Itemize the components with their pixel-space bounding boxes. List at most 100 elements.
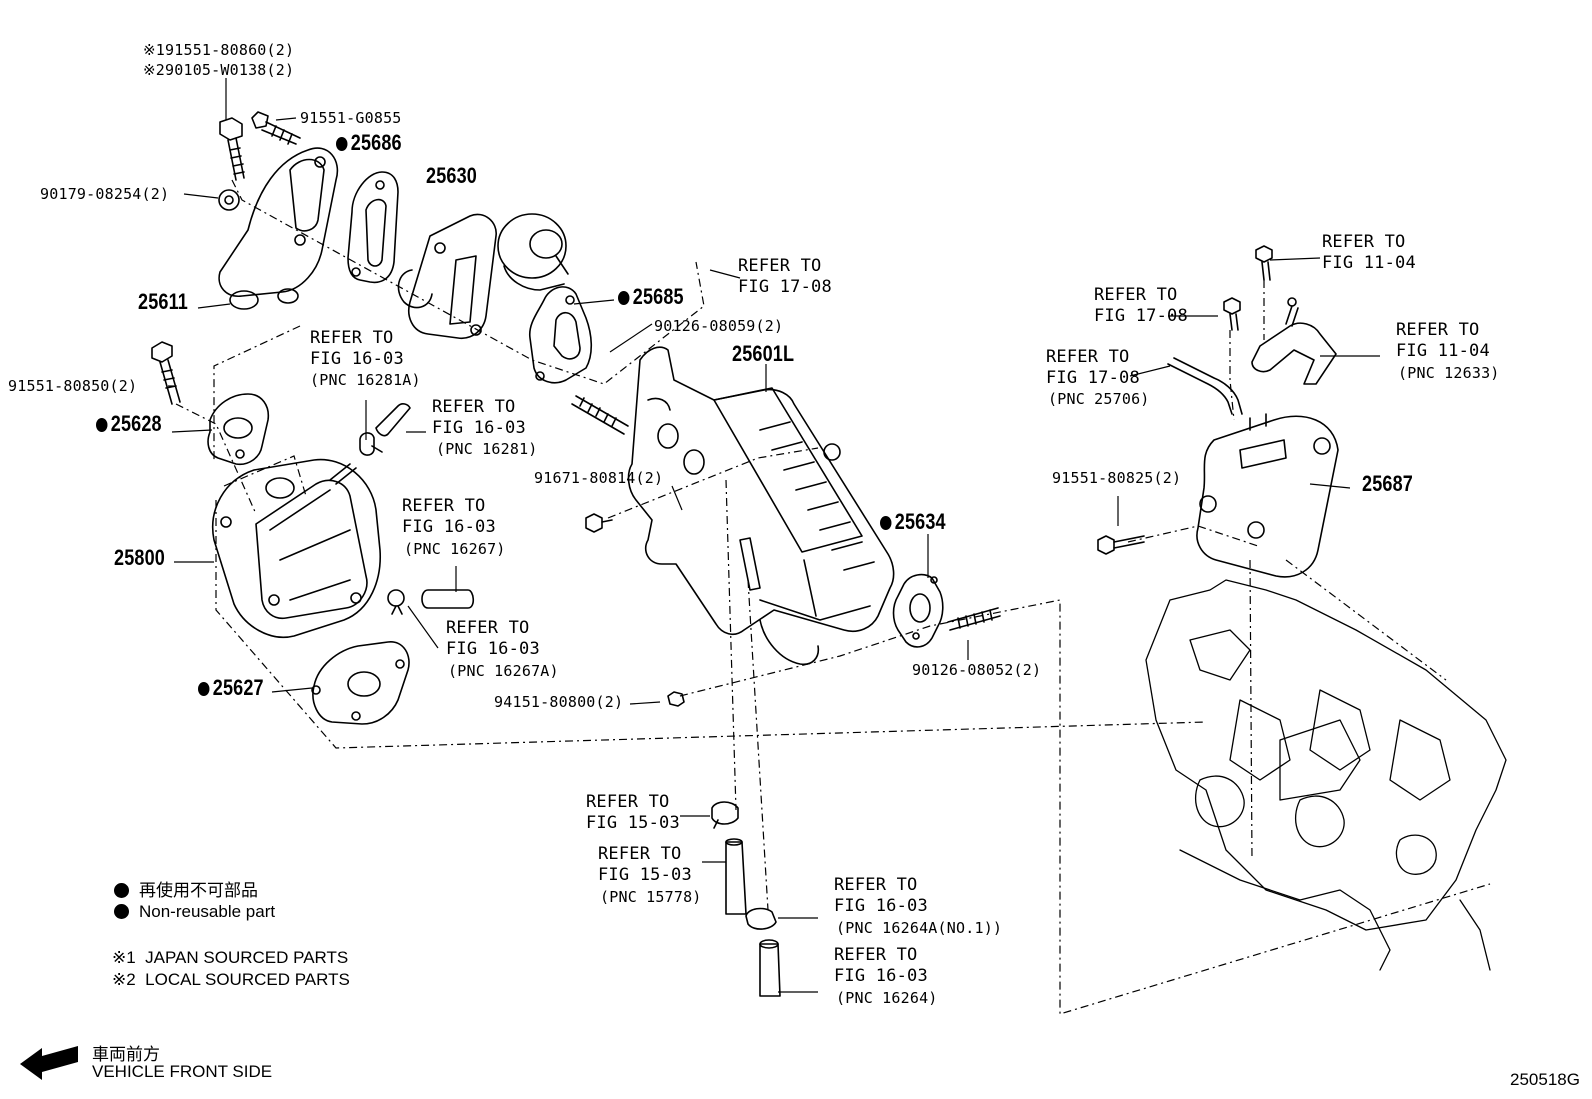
legend-non-reusable-en: Non-reusable part xyxy=(114,902,275,922)
refer-fig16-03-281-line1: REFER TO xyxy=(432,397,516,417)
engine-cylinder-head xyxy=(1145,579,1507,971)
egr-pipe-25611 xyxy=(218,147,339,310)
label-94151-80800: 94151-80800(2) xyxy=(494,693,624,711)
label-25634: 25634 xyxy=(880,511,946,533)
legend-non-reusable-jp-text: 再使用不可部品 xyxy=(139,881,258,900)
label-25687: 25687 xyxy=(1362,471,1413,496)
non-reusable-dot-icon xyxy=(96,418,108,432)
vehicle-front-arrow-icon xyxy=(20,1046,78,1080)
refer-fig16-03-267-line2: FIG 16-03 xyxy=(402,517,496,537)
egr-valve-25630 xyxy=(397,213,497,340)
wire-bracket-25706 xyxy=(1167,357,1243,415)
bolt-91551-80825 xyxy=(1097,535,1145,555)
refer-fig16-03-264a-line1: REFER TO xyxy=(834,875,918,895)
refer-fig16-03-267a-line3: (PNC 16267A) xyxy=(448,662,559,680)
gasket-25627 xyxy=(311,641,410,725)
hose-16264 xyxy=(759,939,781,997)
refer-fig16-03-281-line2: FIG 16-03 xyxy=(432,418,526,438)
label-25601l: 25601L xyxy=(732,341,795,366)
refer-fig15-03-b-line2: FIG 15-03 xyxy=(598,865,692,885)
egr-actuator xyxy=(497,213,569,291)
legend-dot-icon xyxy=(114,904,129,919)
refer-fig17-08-b-line1: REFER TO xyxy=(1094,285,1178,305)
refer-fig17-08-c-line3: (PNC 25706) xyxy=(1048,390,1150,408)
label-290105-w0138: ※290105-W0138(2) xyxy=(143,61,295,79)
bracket-25687 xyxy=(1196,413,1339,578)
bolt-91551-g0855 xyxy=(251,111,301,145)
legend-note-2: ※2 LOCAL SOURCED PARTS xyxy=(112,970,350,989)
non-reusable-dot-icon xyxy=(336,137,348,151)
gasket-25628 xyxy=(207,393,270,466)
refer-fig16-03-281a-line3: (PNC 16281A) xyxy=(310,371,421,389)
stud-90126-08052 xyxy=(947,607,1001,631)
gasket-25634 xyxy=(892,573,944,648)
legend-non-reusable-jp: 再使用不可部品 xyxy=(114,876,258,901)
label-25627-text: 25627 xyxy=(212,675,264,700)
legend-non-reusable-en-text: Non-reusable part xyxy=(139,902,276,921)
refer-fig11-04-b-line1: REFER TO xyxy=(1396,320,1480,340)
legend-note-1: ※1 JAPAN SOURCED PARTS xyxy=(112,948,349,967)
bolt-17-08 xyxy=(1223,297,1241,331)
refer-fig16-03-267a-line1: REFER TO xyxy=(446,618,530,638)
hose-16281 xyxy=(375,403,411,437)
refer-fig16-03-264-line1: REFER TO xyxy=(834,945,918,965)
refer-fig16-03-264-line2: FIG 16-03 xyxy=(834,966,928,986)
label-25630: 25630 xyxy=(426,163,477,188)
label-25685-text: 25685 xyxy=(632,284,684,309)
label-91551-80825: 91551-80825(2) xyxy=(1052,469,1182,487)
refer-fig11-04-b-line3: (PNC 12633) xyxy=(1398,364,1500,382)
clamp-15-03 xyxy=(711,801,739,829)
stud-90126-08059 xyxy=(571,395,629,435)
figure-id: 250518G xyxy=(1510,1070,1580,1089)
refer-fig15-03-b-line1: REFER TO xyxy=(598,844,682,864)
label-25686-text: 25686 xyxy=(350,130,402,155)
non-reusable-dot-icon xyxy=(880,516,892,530)
label-91671-80814: 91671-80814(2) xyxy=(534,469,664,487)
label-91551-g0855: 91551-G0855 xyxy=(300,109,402,127)
refer-fig17-08-a-line1: REFER TO xyxy=(738,256,822,276)
refer-fig16-03-281-line3: (PNC 16281) xyxy=(436,440,538,458)
refer-fig11-04-a-line2: FIG 11-04 xyxy=(1322,253,1416,273)
refer-fig17-08-a-line2: FIG 17-08 xyxy=(738,277,832,297)
label-25800: 25800 xyxy=(114,545,165,570)
label-25686: 25686 xyxy=(336,130,402,155)
refer-fig16-03-267-line3: (PNC 16267) xyxy=(404,540,506,558)
vehicle-front-jp: 車両前方 xyxy=(92,1045,160,1064)
refer-fig16-03-267a-line2: FIG 16-03 xyxy=(446,639,540,659)
hose-16267 xyxy=(421,589,475,609)
bolt-91551-80860 xyxy=(219,117,245,181)
label-91551-80860: ※191551-80860(2) xyxy=(143,41,295,59)
gasket-25686 xyxy=(347,171,399,284)
refer-fig16-03-281a-line2: FIG 16-03 xyxy=(310,349,404,369)
label-25611: 25611 xyxy=(138,289,188,314)
non-reusable-dot-icon xyxy=(618,291,630,305)
refer-fig16-03-267-line1: REFER TO xyxy=(402,496,486,516)
refer-fig15-03-b-line3: (PNC 15778) xyxy=(600,888,702,906)
label-25628-text: 25628 xyxy=(110,411,162,436)
refer-fig16-03-264-line3: (PNC 16264) xyxy=(836,989,938,1007)
bolt-91671-80814 xyxy=(585,513,613,533)
label-25685: 25685 xyxy=(618,284,684,309)
refer-fig16-03-281a-line1: REFER TO xyxy=(310,328,394,348)
refer-fig17-08-c-line1: REFER TO xyxy=(1046,347,1130,367)
label-25627: 25627 xyxy=(198,675,264,700)
clip-16281a xyxy=(359,432,383,456)
nut-90179-08254 xyxy=(218,189,240,211)
refer-fig17-08-c-line2: FIG 17-08 xyxy=(1046,368,1140,388)
gasket-25685 xyxy=(528,286,593,384)
vehicle-front-en: VEHICLE FRONT SIDE xyxy=(92,1062,273,1081)
clamp-16264a xyxy=(745,907,777,930)
hose-15778 xyxy=(725,838,747,915)
label-90126-08052: 90126-08052(2) xyxy=(912,661,1042,679)
refer-fig16-03-264a-line2: FIG 16-03 xyxy=(834,896,928,916)
label-90126-08059: 90126-08059(2) xyxy=(654,317,784,335)
refer-fig16-03-264a-line3: (PNC 16264A(NO.1)) xyxy=(836,919,1003,937)
label-90179-08254: 90179-08254(2) xyxy=(40,185,170,203)
refer-fig17-08-b-line2: FIG 17-08 xyxy=(1094,306,1188,326)
bracket-12633 xyxy=(1251,297,1337,385)
refer-fig15-03-a-line1: REFER TO xyxy=(586,792,670,812)
nut-94151-80800 xyxy=(667,691,685,707)
non-reusable-dot-icon xyxy=(198,682,210,696)
egr-housing-25800 xyxy=(212,458,381,639)
